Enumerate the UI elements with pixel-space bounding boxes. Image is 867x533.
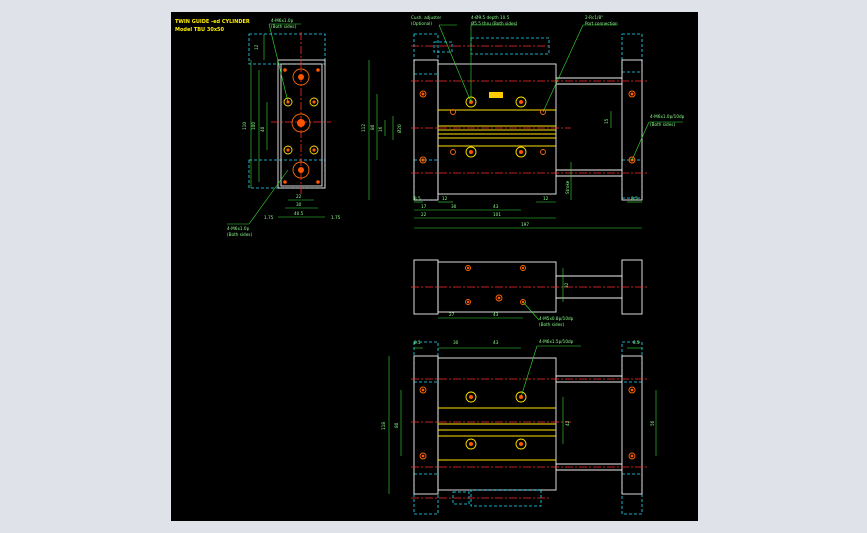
top-callout-right-sub: (Both sides): [650, 122, 675, 127]
side-body-inner: [280, 63, 323, 187]
nameplate: [489, 92, 503, 98]
side-callout-bottom: 4-M6x1.0p: [227, 226, 250, 231]
top-dim-101: 101: [493, 212, 501, 217]
top-right-plate: [621, 59, 643, 201]
side-dim-width-mid: 30: [296, 202, 302, 207]
top-body: [437, 63, 557, 195]
top-dim-left-inner: 80: [370, 124, 375, 130]
top-dim-12b: 12: [543, 196, 549, 201]
bottom-view: 8.5 30 43 8.5 118 80 42 56 4-M6x1.5p/10d…: [381, 339, 657, 515]
side-dim-width-inner: 22: [296, 194, 302, 199]
top-callout-port-sub: Port connection: [585, 21, 618, 26]
front-dim-27: 27: [449, 312, 455, 317]
top-dim-stroke: Stroke: [565, 180, 570, 194]
top-callout-cushion: Cush. adjuster: [411, 15, 442, 20]
side-body-outline: [277, 59, 326, 189]
side-dim-width-total: 40.5: [294, 211, 304, 216]
front-dim-43: 43: [493, 312, 499, 317]
top-dim-12: 12: [442, 196, 448, 201]
cad-drawing: TWIN GUIDE -ed CYLINDER Model TBU 30x50 …: [175, 15, 685, 515]
top-callout-cushion-sub: (Optional): [411, 21, 432, 26]
top-view: 112 80 16 Ø20 8.5 17 22 12 30 43 12 101 …: [361, 15, 685, 229]
top-dim-8-5: 8.5: [414, 196, 421, 201]
side-dim-right-small: 1.75: [331, 215, 341, 220]
top-dim-left-small: 16: [378, 126, 383, 132]
top-callout-depth: 4-Ø9.5 depth 10.5: [471, 15, 510, 20]
bottom-dim-42: 42: [565, 420, 570, 426]
title-line2: Model TBU 30x50: [175, 27, 225, 33]
top-dim-197: 197: [521, 222, 529, 227]
bottom-dim-right-8-5: 8.5: [633, 340, 640, 345]
side-hidden-top: [248, 33, 326, 65]
bottom-dim-height-total: 118: [381, 422, 386, 430]
side-dim-top: 12: [254, 44, 259, 50]
top-dim-left-height: 112: [361, 124, 366, 132]
top-hidden-left: [413, 33, 439, 75]
side-dim-height-mid: 100: [251, 122, 256, 130]
drawing-sheet: TWIN GUIDE -ed CYLINDER Model TBU 30x50 …: [171, 12, 698, 521]
front-callout-sub: (Both sides): [539, 322, 564, 327]
side-dim-height-inner: 40: [260, 126, 265, 132]
bottom-left-plate: [413, 355, 439, 495]
bottom-callout: 4-M6x1.5p/10dp: [539, 339, 574, 344]
top-callout-right: 4-M6x1.0p/10dp: [650, 114, 685, 119]
top-dim-43: 43: [493, 204, 499, 209]
front-dim-32: 32: [564, 282, 569, 288]
top-callout-depth-sub: Ø5.5 thru (Both sides): [471, 21, 518, 26]
top-dim-right-8-5: 8.5: [631, 196, 638, 201]
side-rod-bore: [291, 113, 311, 133]
title-line1: TWIN GUIDE -ed CYLINDER: [175, 19, 250, 25]
top-dim-right-15: 15: [604, 118, 609, 124]
top-callout-port: 2-Rc1/8": [585, 15, 603, 20]
side-port-bottom: [292, 161, 310, 179]
side-dim-height-total: 110: [242, 122, 247, 130]
top-hidden-right-b: [621, 159, 643, 199]
side-callout-bottom-sub: (Both sides): [227, 232, 252, 237]
bottom-dim-43: 43: [493, 340, 499, 345]
top-dim-22: 22: [421, 212, 427, 217]
side-view: 12 110 100 40 22 30 40.5 1.75 1.75 4-M6x…: [227, 18, 341, 237]
front-callout: 4-M5x0.8p/10dp: [539, 316, 574, 321]
top-hidden-left-b: [413, 159, 439, 201]
top-dim-30: 30: [451, 204, 457, 209]
side-callout-top-sub: (Both sides): [271, 24, 296, 29]
side-hidden-bottom: [248, 159, 326, 189]
bottom-dim-56: 56: [650, 420, 655, 426]
bottom-dim-30: 30: [453, 340, 459, 345]
side-port-top: [292, 68, 310, 86]
bottom-dim-height-inner: 80: [394, 422, 399, 428]
top-dim-17: 17: [421, 204, 427, 209]
top-dim-left-ring: Ø20: [397, 124, 402, 133]
top-hidden-right: [621, 33, 643, 73]
bottom-dim-left-8-5: 8.5: [414, 340, 421, 345]
front-view: 27 43 32 4-M5x0.8p/10dp (Both sides): [411, 259, 647, 327]
bottom-right-plate: [621, 355, 643, 495]
side-callout-top: 4-M6x1.0p: [271, 18, 294, 23]
side-dim-left-small: 1.75: [264, 215, 274, 220]
